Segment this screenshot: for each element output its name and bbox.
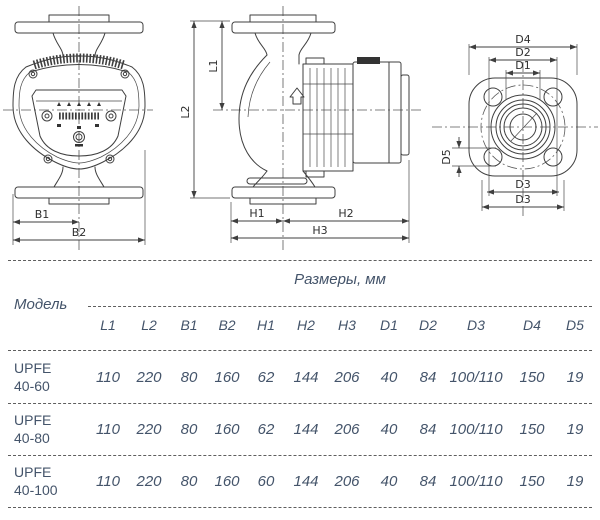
dimension-value: 110 — [96, 369, 120, 386]
dimension-value: 144 — [293, 473, 319, 490]
column-header-h2: H2 — [297, 317, 315, 333]
dim-label-d5: D5 — [440, 149, 453, 164]
dimension-value: 220 — [136, 369, 162, 386]
column-header-d2: D2 — [419, 317, 437, 333]
column-header-h1: H1 — [257, 317, 275, 333]
dim-label-b2: B2 — [72, 226, 87, 239]
column-header-d4: D4 — [523, 317, 541, 333]
row-values: 110 220 80 160 62 144 206 40 84 100/110 … — [88, 352, 592, 403]
dim-label-d3-outer: D3 — [515, 193, 530, 206]
dimension-value: 150 — [519, 421, 545, 438]
model-name-line2: 40-100 — [14, 482, 58, 498]
dimension-value: 80 — [180, 473, 198, 490]
dimension-value: 84 — [419, 473, 437, 490]
flange-view: D4 D2 D1 D5 D3 D3 — [432, 33, 598, 216]
dimension-value: 150 — [519, 369, 545, 386]
dim-label-d3-inner: D3 — [515, 178, 530, 191]
dimension-value: 84 — [419, 369, 437, 386]
dimension-value: 206 — [334, 421, 360, 438]
row-values: 110 220 80 160 60 144 206 40 84 100/110 … — [88, 456, 592, 507]
model-name-line2: 40-60 — [14, 378, 50, 394]
table-header-rule — [88, 306, 592, 307]
dim-label-l2: L2 — [179, 105, 192, 118]
column-header-b2: B2 — [218, 317, 236, 333]
table-title: Размеры, мм — [294, 271, 386, 288]
model-name: UPFE 40-80 — [14, 411, 51, 447]
dimension-value: 144 — [293, 421, 319, 438]
column-header-b1: B1 — [180, 317, 198, 333]
flow-arrow-icon — [289, 87, 305, 105]
side-view: L1 L2 H1 H2 H3 — [179, 6, 421, 250]
model-name-line1: UPFE — [14, 464, 52, 480]
model-name-line1: UPFE — [14, 360, 52, 376]
dimension-value: 19 — [566, 369, 584, 386]
dimension-value: 40 — [380, 369, 398, 386]
dimension-value: 80 — [180, 369, 198, 386]
model-name: UPFE 40-60 — [14, 359, 51, 395]
control-panel — [31, 89, 127, 157]
table-top-rule — [8, 260, 592, 261]
dimension-value: 220 — [136, 421, 162, 438]
column-header-l1: L1 — [100, 317, 116, 333]
model-name: UPFE 40-100 — [14, 463, 58, 499]
dimension-value: 84 — [419, 421, 437, 438]
dimension-value: 206 — [334, 473, 360, 490]
dimension-value: 206 — [334, 369, 360, 386]
flange-rings — [490, 94, 556, 160]
dim-label-l1: L1 — [207, 59, 220, 72]
table-row: UPFE 40-100 110 220 80 160 60 144 206 40… — [8, 456, 592, 508]
model-name-line1: UPFE — [14, 412, 52, 428]
dimension-value: 160 — [214, 473, 240, 490]
column-header-d3: D3 — [467, 317, 485, 333]
dimension-value: 80 — [180, 421, 198, 438]
dim-label-d2: D2 — [515, 46, 530, 59]
pump-housing — [302, 57, 354, 178]
dimension-value: 100/110 — [449, 369, 503, 386]
table-row: UPFE 40-60 110 220 80 160 62 144 206 40 … — [8, 352, 592, 404]
dim-label-b1: B1 — [35, 208, 50, 221]
dim-label-h3: H3 — [312, 224, 327, 237]
dimension-value: 62 — [257, 421, 275, 438]
model-name-line2: 40-80 — [14, 430, 50, 446]
panel-screws — [28, 69, 130, 164]
technical-drawings: B1 B2 — [3, 6, 598, 250]
dim-label-d4: D4 — [515, 33, 530, 46]
row-values: 110 220 80 160 62 144 206 40 84 100/110 … — [88, 404, 592, 455]
dimension-value: 144 — [293, 369, 319, 386]
table-body-top-rule — [8, 350, 592, 351]
dim-label-d1: D1 — [515, 59, 530, 72]
dimension-value: 220 — [136, 473, 162, 490]
dimension-value: 100/110 — [449, 421, 503, 438]
dimension-value: 110 — [96, 421, 120, 438]
dimension-value: 62 — [257, 369, 275, 386]
dimension-value: 100/110 — [449, 473, 503, 490]
table-row: UPFE 40-80 110 220 80 160 62 144 206 40 … — [8, 404, 592, 456]
column-header-h3: H3 — [338, 317, 356, 333]
dimension-value: 160 — [214, 421, 240, 438]
motor-box — [352, 57, 410, 164]
dim-label-h2: H2 — [338, 207, 353, 220]
dimension-value: 160 — [214, 369, 240, 386]
model-column-header: Модель — [14, 296, 68, 313]
column-header-d5: D5 — [566, 317, 584, 333]
dimension-value: 19 — [566, 473, 584, 490]
dimension-value: 40 — [380, 473, 398, 490]
dimension-value: 150 — [519, 473, 545, 490]
column-header-d1: D1 — [380, 317, 398, 333]
column-header-l2: L2 — [141, 317, 157, 333]
dimension-value: 40 — [380, 421, 398, 438]
column-headers: L1 L2 B1 B2 H1 H2 H3 D1 D2 D3 D4 D5 — [88, 317, 592, 333]
dim-label-h1: H1 — [249, 207, 264, 220]
dimension-value: 19 — [566, 421, 584, 438]
dimension-value: 110 — [96, 473, 120, 490]
dimension-value: 60 — [257, 473, 275, 490]
front-view: B1 B2 — [3, 6, 153, 250]
